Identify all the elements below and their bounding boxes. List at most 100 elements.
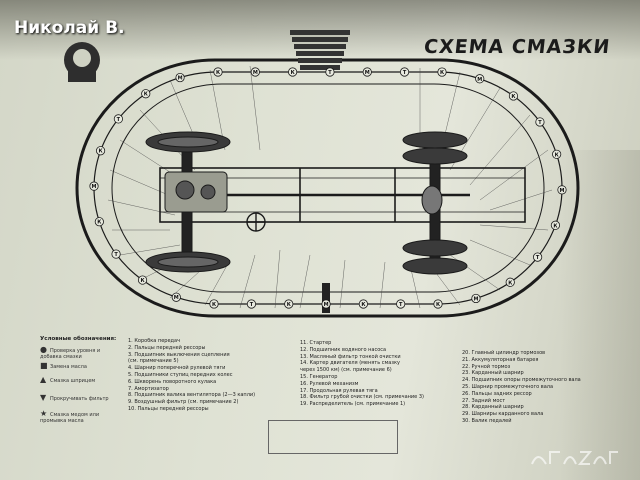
ring-marker	[141, 89, 151, 99]
ring-marker-label: К	[553, 223, 558, 229]
ring-marker	[557, 185, 567, 195]
legend-item: ●Проверка уровня и добавка смазки	[40, 345, 120, 360]
ring-marker	[475, 74, 485, 84]
rear-wheel-bottom-2	[402, 257, 468, 275]
ring-marker	[535, 117, 545, 127]
part-item: 17. Продольная рулевая тяга	[300, 387, 378, 394]
part-item: 4. Шарнир поперечной рулевой тяги	[128, 365, 226, 372]
ring-marker-label: М	[477, 77, 482, 83]
ring-marker	[471, 293, 481, 304]
ring-marker-label: Т	[538, 120, 542, 126]
legend-item: ▼Прокручивать фильтр	[40, 393, 120, 403]
ring-marker	[325, 67, 335, 77]
ring-marker-label: К	[99, 149, 104, 155]
legend-text: Замена масла	[50, 363, 87, 370]
ring-marker	[213, 67, 223, 77]
legend-item: ★Смазка медом или промывка масла	[40, 409, 120, 424]
ring-marker-label: К	[141, 278, 146, 284]
ring-marker-label: К	[212, 302, 217, 308]
part-item: 18. Фильтр грубой очистки (см. примечани…	[300, 394, 424, 401]
part-item: 23. Карданный шарнир	[462, 370, 524, 377]
ring-marker	[175, 72, 185, 83]
ring-marker-label: М	[174, 295, 179, 301]
part-item: 6. Шкворень поворотного кулака	[128, 378, 217, 385]
part-item: через 1500 км) (см. примечание 6)	[300, 367, 392, 374]
ring-marker	[209, 299, 219, 309]
legend-item: ▲Смазка шприцем	[40, 375, 120, 385]
ring-marker	[552, 149, 562, 159]
part-item: 22. Ручной тормоз	[462, 363, 511, 370]
ring-marker-label: К	[97, 220, 102, 226]
ring-marker-label: К	[287, 302, 292, 308]
part-item: 5. Подшипники ступиц передних колес	[128, 371, 233, 378]
ring-marker-label: М	[473, 296, 478, 302]
steering-wheel	[246, 212, 266, 232]
part-item: 21. Аккумуляторная батарея	[462, 356, 539, 363]
ring-marker	[362, 67, 372, 77]
ring-marker	[288, 67, 298, 77]
outer-track	[75, 58, 580, 318]
part-item: 9. Воздушный фильтр (см. примечание 2)	[128, 399, 239, 406]
top-label-stack	[290, 30, 350, 70]
part-item: 30. Валик педалей	[462, 417, 512, 424]
seller-name: Николай В.	[14, 18, 125, 38]
ring-marker	[505, 277, 515, 287]
ring-marker	[137, 275, 148, 285]
ring-marker-label: Т	[114, 252, 118, 258]
part-item: 24. Подшипник опоры промежуточного вала	[462, 377, 581, 384]
ring-marker-label: Т	[250, 302, 254, 308]
ring-marker-label: К	[555, 152, 560, 158]
parts-list-col-3: 20. Главный цилиндр тормозов 21. Аккумул…	[462, 350, 581, 425]
rear-axle	[402, 131, 468, 275]
rear-wheel-top-1	[402, 131, 468, 149]
rear-wheel-top-2	[402, 147, 468, 165]
part-item: 14. Картер двигателя (менять смазку	[300, 360, 400, 367]
ring-marker-label: К	[511, 94, 516, 100]
ring-marker-label: К	[144, 92, 149, 98]
ring-marker-label: К	[440, 70, 445, 76]
ring-marker	[433, 299, 443, 309]
part-item: 2. Пальцы передней рессоры	[128, 344, 206, 351]
ring-marker-label: М	[178, 76, 183, 82]
ring-marker-label: М	[253, 70, 258, 76]
engine-block	[164, 171, 228, 213]
part-item: 3. Подшипник выключения сцепления	[128, 351, 230, 358]
ring-marker-label: М	[92, 184, 97, 190]
part-item: 19. Распределитель (см. примечание 1)	[300, 401, 406, 408]
ring-marker	[94, 217, 104, 227]
ring-marker-label: К	[291, 70, 296, 76]
emblem-shape	[64, 42, 100, 82]
watermark-logo	[531, 451, 618, 465]
part-item: 1. Коробка передач	[128, 338, 181, 344]
ring-marker-label: М	[559, 188, 564, 194]
ring-marker-label: К	[436, 302, 441, 308]
ring-marker	[508, 91, 519, 101]
part-item: (см. примечание 5)	[128, 358, 179, 365]
part-item: 26. Пальцы задних рессор	[462, 390, 532, 397]
ring-marker-label: Т	[328, 70, 332, 76]
ring-marker	[171, 292, 181, 302]
legend-text: Проверка уровня и добавка смазки	[40, 347, 101, 360]
part-item: 7. Амортизатор	[128, 385, 169, 392]
part-item: 25. Шарнир промежуточного вала	[462, 383, 554, 390]
ring-marker	[358, 299, 368, 309]
part-item: 11. Стартер	[300, 340, 332, 346]
ring-marker	[321, 299, 331, 309]
ring-marker-label: К	[216, 70, 221, 76]
ring-marker	[111, 249, 121, 259]
ring-marker	[399, 67, 410, 77]
ring-marker-label: Т	[117, 117, 121, 123]
legend-text: Смазка шприцем	[50, 377, 96, 384]
part-item: 29. Шарниры карданного вала	[462, 411, 544, 418]
part-item: 28. Карданный шарнир	[462, 404, 524, 411]
ring-marker	[89, 181, 99, 191]
legend-symbol: ▲	[40, 375, 47, 384]
part-item: 13. Масляный фильтр тонкой очистки	[300, 353, 401, 360]
legend-symbol: ●	[40, 345, 47, 354]
ring-marker-label: М	[324, 302, 329, 308]
legend-heading: Условные обозначения:	[40, 336, 117, 342]
part-item: 8. Подшипник валика вентилятора (2—3 кап…	[128, 392, 256, 399]
ring-marker	[533, 252, 543, 262]
inner-track	[111, 83, 545, 293]
